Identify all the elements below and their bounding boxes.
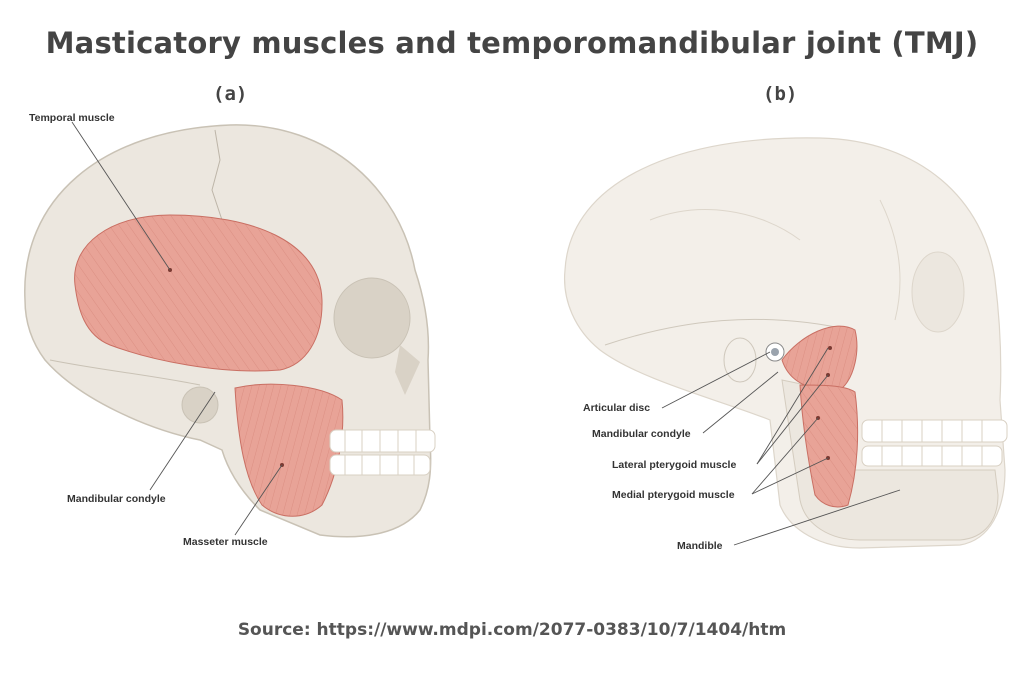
lateral-pterygoid-muscle: [781, 325, 858, 391]
figure-title: Masticatory muscles and temporomandibula…: [45, 26, 979, 60]
panel-b-label: (b): [763, 83, 798, 105]
medial-pterygoid-muscle: [799, 384, 859, 508]
source-citation: Source: https://www.mdpi.com/2077-0383/1…: [237, 620, 787, 640]
label-mandibular-condyle-b: Mandibular condyle: [592, 428, 691, 440]
label-articular-disc: Articular disc: [583, 402, 650, 414]
label-medial-pterygoid: Medial pterygoid muscle: [612, 489, 735, 501]
label-temporal-muscle: Temporal muscle: [29, 112, 115, 124]
label-mandibular-condyle-a: Mandibular condyle: [67, 493, 166, 505]
teeth-b: [861, 419, 1008, 467]
label-masseter-muscle: Masseter muscle: [183, 536, 268, 548]
masseter-muscle-a: [234, 383, 344, 517]
label-mandible: Mandible: [677, 540, 723, 552]
panel-a-label: (a): [213, 83, 248, 105]
callout-lines-b: [661, 347, 901, 546]
temporal-muscle-a: [74, 214, 323, 372]
joint-b: [765, 342, 785, 362]
label-lateral-pterygoid: Lateral pterygoid muscle: [612, 459, 736, 471]
callout-lines-a: [71, 121, 283, 536]
teeth-a: [329, 429, 436, 476]
skull-b: [563, 137, 1006, 549]
